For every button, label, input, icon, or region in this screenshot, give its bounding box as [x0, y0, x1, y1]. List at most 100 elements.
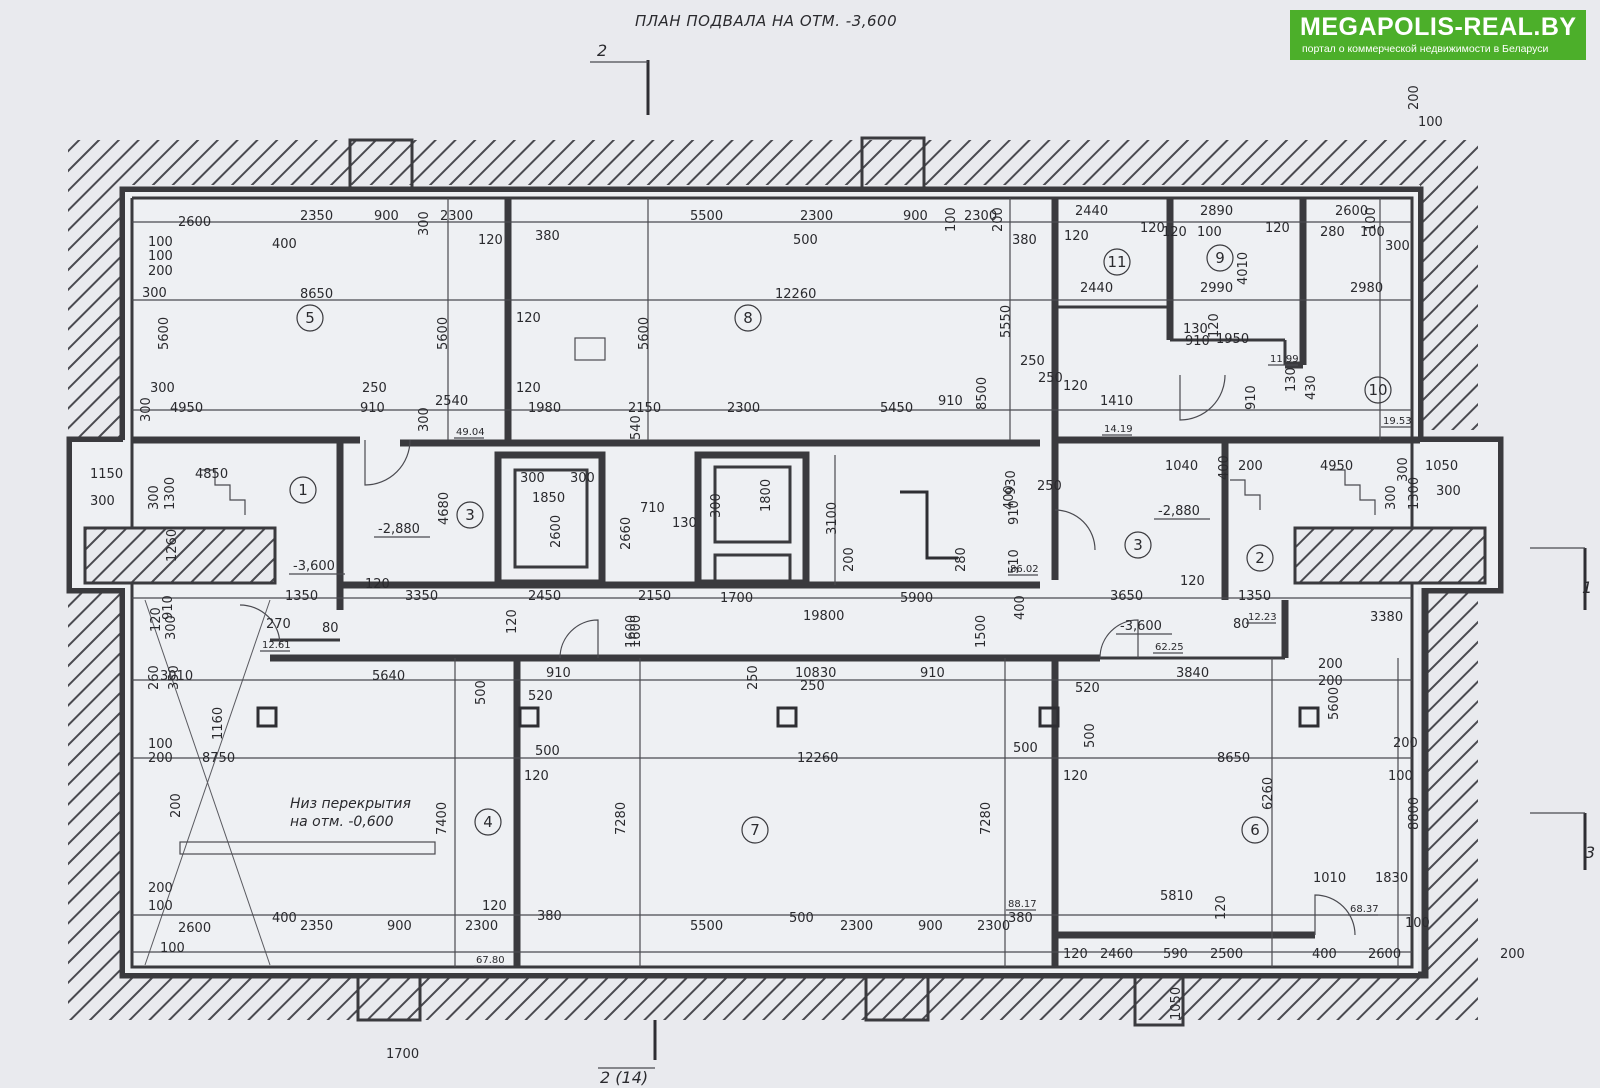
dimension-label: 2980: [1350, 281, 1383, 296]
dimension-label: 260: [147, 665, 162, 690]
room-area: 68.37: [1350, 904, 1379, 915]
dimension-label: 2990: [1200, 281, 1233, 296]
dimension-label: 380: [1012, 233, 1037, 248]
dimension-label: 7280: [979, 802, 994, 835]
dimension-label: 400: [1312, 947, 1337, 962]
dimension-label: 3650: [1110, 589, 1143, 604]
dimension-label: 1980: [528, 401, 561, 416]
room-number: 3: [465, 506, 475, 524]
site-logo[interactable]: MEGAPOLIS-REAL.BY портал о коммерческой …: [1290, 10, 1586, 60]
dimension-label: 120: [478, 233, 503, 248]
dimension-label: 500: [1083, 723, 1098, 748]
dimension-label: 900: [903, 209, 928, 224]
dimension-label: 930: [1004, 470, 1019, 495]
dimension-label: 250: [1020, 354, 1045, 369]
dimension-label: 3010: [160, 669, 193, 684]
dimension-label: 1040: [1165, 459, 1198, 474]
level-mark: -2,880: [378, 522, 420, 537]
room-number: 8: [743, 309, 753, 327]
dimension-label: 430: [1304, 375, 1319, 400]
dimension-label: 1160: [211, 707, 226, 740]
dimension-label: 250: [800, 679, 825, 694]
dimension-label: 350: [167, 665, 182, 690]
dimension-label: 2600: [178, 921, 211, 936]
dimension-label: 100: [148, 249, 173, 264]
dimension-label: 1050: [1169, 987, 1184, 1020]
dimension-label: 300: [147, 485, 162, 510]
dimension-label: 120: [365, 577, 390, 592]
dimension-label: 2540: [435, 394, 468, 409]
slab-note-line2: на отм. -0,600: [290, 814, 394, 830]
room-area: 19.53: [1383, 416, 1412, 427]
dimension-label: 5640: [372, 669, 405, 684]
dimension-label: 2460: [1100, 947, 1133, 962]
section-mark-top: 2: [597, 41, 607, 60]
dimension-label: 910: [161, 595, 176, 620]
dimension-label: 520: [1075, 681, 1100, 696]
dimension-label: 400: [1217, 455, 1232, 480]
room-marker: 9: [1206, 244, 1234, 272]
dimension-label: 2300: [727, 401, 760, 416]
room-area: 49.04: [456, 427, 485, 438]
dimension-lines: [132, 198, 1412, 967]
dimension-label: 250: [746, 665, 761, 690]
dimension-label: 1830: [1375, 871, 1408, 886]
dimension-label: 5600: [637, 317, 652, 350]
dimension-label: 300: [90, 494, 115, 509]
room-number: 3: [1133, 536, 1143, 554]
dimension-label: 2660: [619, 517, 634, 550]
room-number: 10: [1368, 381, 1387, 399]
dimension-label: 300: [417, 407, 432, 432]
level-mark: -3,600: [293, 559, 335, 574]
dimension-label: 300: [1396, 457, 1411, 482]
dimension-label: 200: [1318, 674, 1343, 689]
dimension-label: 400: [1013, 595, 1028, 620]
level-mark: -3,600: [1120, 619, 1162, 634]
dimension-label: 8750: [202, 751, 235, 766]
room-number: 11: [1107, 253, 1126, 271]
dimension-label: 120: [524, 769, 549, 784]
dimension-label: 1600: [629, 615, 644, 648]
dimension-label: 250: [1037, 479, 1062, 494]
dimension-label: 540: [629, 415, 644, 440]
dimension-label: 100: [1364, 207, 1379, 232]
section-mark-bottom: 2 (14): [600, 1068, 648, 1087]
dimension-label: 120: [1180, 574, 1205, 589]
dimension-label: 590: [1163, 947, 1188, 962]
room-marker: 6: [1241, 816, 1269, 844]
dimension-label: 200: [148, 264, 173, 279]
dimension-label: 7280: [614, 802, 629, 835]
dimension-label: 1600: [624, 615, 639, 648]
room-marker: 2: [1246, 544, 1274, 572]
room-number: 7: [750, 821, 760, 839]
dimension-label: 1350: [1238, 589, 1271, 604]
earth-hatch: [68, 140, 1478, 1020]
dimension-label: 80: [1233, 617, 1250, 632]
dimension-label: 380: [1008, 911, 1033, 926]
room-number: 6: [1250, 821, 1260, 839]
dimension-label: 2350: [300, 209, 333, 224]
dimension-label: 500: [535, 744, 560, 759]
dimension-label: 120: [1265, 221, 1290, 236]
dimension-label: 300: [1436, 484, 1461, 499]
dimension-label: 910: [920, 666, 945, 681]
room-marker: 1: [289, 476, 317, 504]
dimension-label: 8500: [975, 377, 990, 410]
dimension-label: 1700: [720, 591, 753, 606]
dimension-label: 900: [387, 919, 412, 934]
dimension-label: 5550: [999, 305, 1014, 338]
dimension-label: 3840: [1176, 666, 1209, 681]
dimension-label: 5450: [880, 401, 913, 416]
dimension-label: 910: [1007, 500, 1022, 525]
dimension-label: 280: [1320, 225, 1345, 240]
dimension-label: 120: [1214, 895, 1229, 920]
dimension-label: 200: [1407, 85, 1422, 110]
room-area: 11.99: [1270, 354, 1299, 365]
dimension-label: 300: [142, 286, 167, 301]
dimension-label: 2300: [840, 919, 873, 934]
dimension-label: 100: [160, 941, 185, 956]
dimension-label: 100: [148, 899, 173, 914]
dimension-label: 1950: [1216, 332, 1249, 347]
